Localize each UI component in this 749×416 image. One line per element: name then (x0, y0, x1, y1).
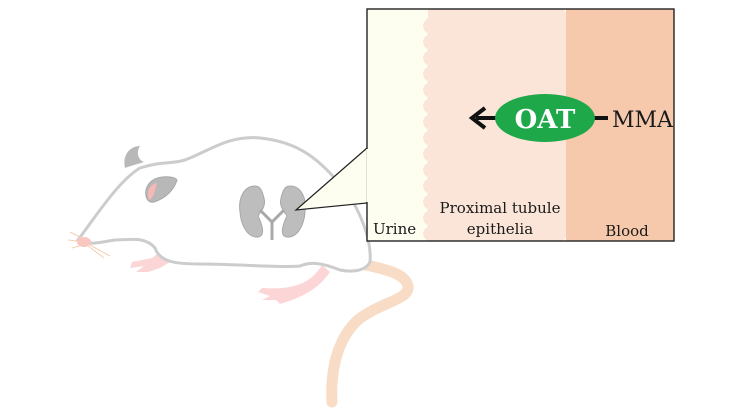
mouse-ear (124, 146, 144, 168)
mouse-whiskers (67, 231, 111, 259)
epithelia-label-line2: epithelia (467, 220, 533, 238)
mma-label: MMA (612, 108, 674, 133)
mouse-hind-foot (258, 265, 330, 304)
region-epithelia (423, 9, 566, 241)
mouse-eye-highlight (148, 183, 157, 200)
mouse-tail (326, 256, 414, 408)
oat-transporter (495, 94, 595, 142)
transport-arrow-icon (468, 106, 487, 130)
kidney-icon (239, 185, 306, 240)
blood-label: Blood (605, 222, 649, 240)
oat-label: OAT (515, 105, 576, 135)
inset-panel (366, 8, 675, 242)
mouse-eye (145, 176, 178, 203)
epithelia-label-line1: Proximal tubule (440, 199, 561, 217)
mouse-body (75, 136, 372, 273)
urine-label: Urine (373, 220, 416, 238)
